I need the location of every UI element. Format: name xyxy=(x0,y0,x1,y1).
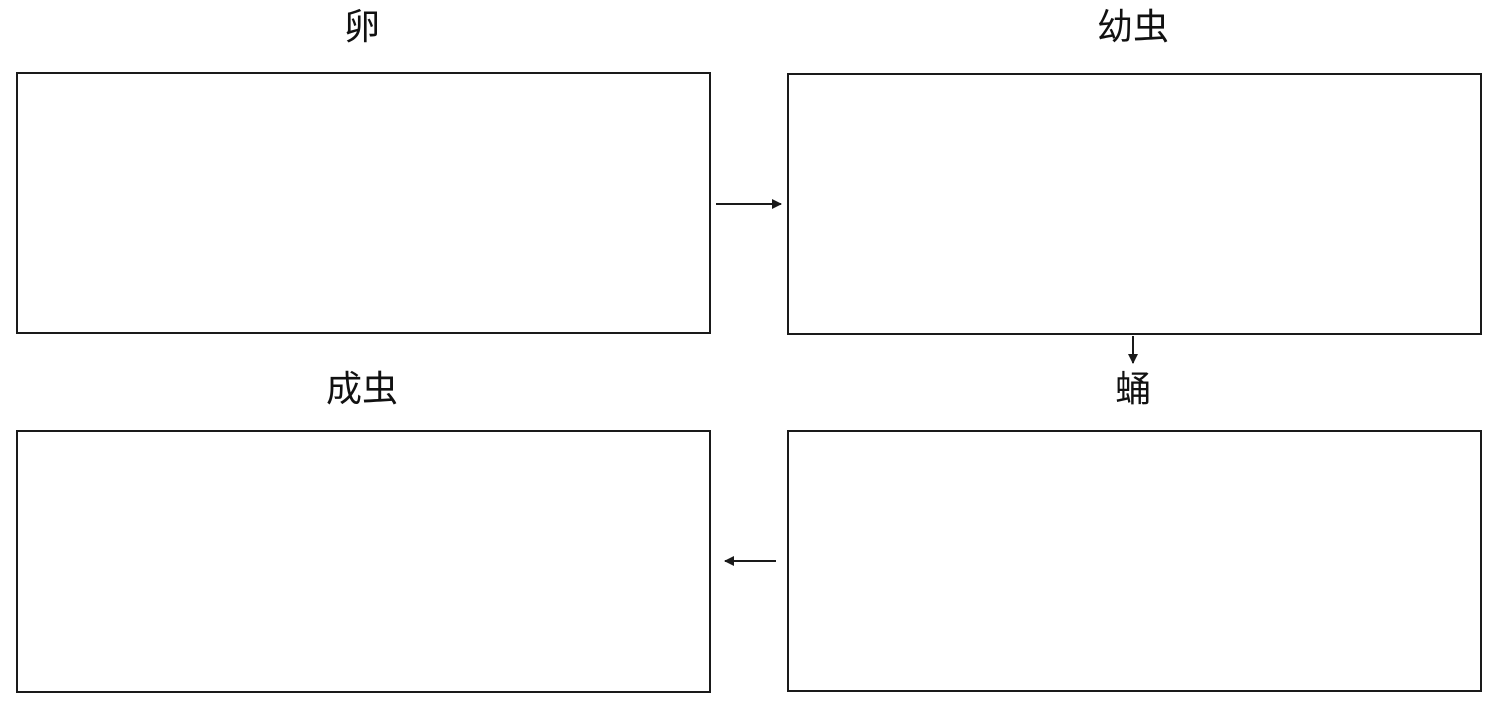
pupa-box[interactable] xyxy=(787,430,1482,692)
adult-label: 成虫 xyxy=(325,369,399,410)
egg-box[interactable] xyxy=(16,72,711,334)
pupa-label: 蛹 xyxy=(1114,369,1152,410)
egg-label: 卵 xyxy=(343,7,381,48)
larva-box[interactable] xyxy=(787,73,1482,335)
larva-label: 幼虫 xyxy=(1096,7,1170,48)
adult-box[interactable] xyxy=(16,430,711,693)
